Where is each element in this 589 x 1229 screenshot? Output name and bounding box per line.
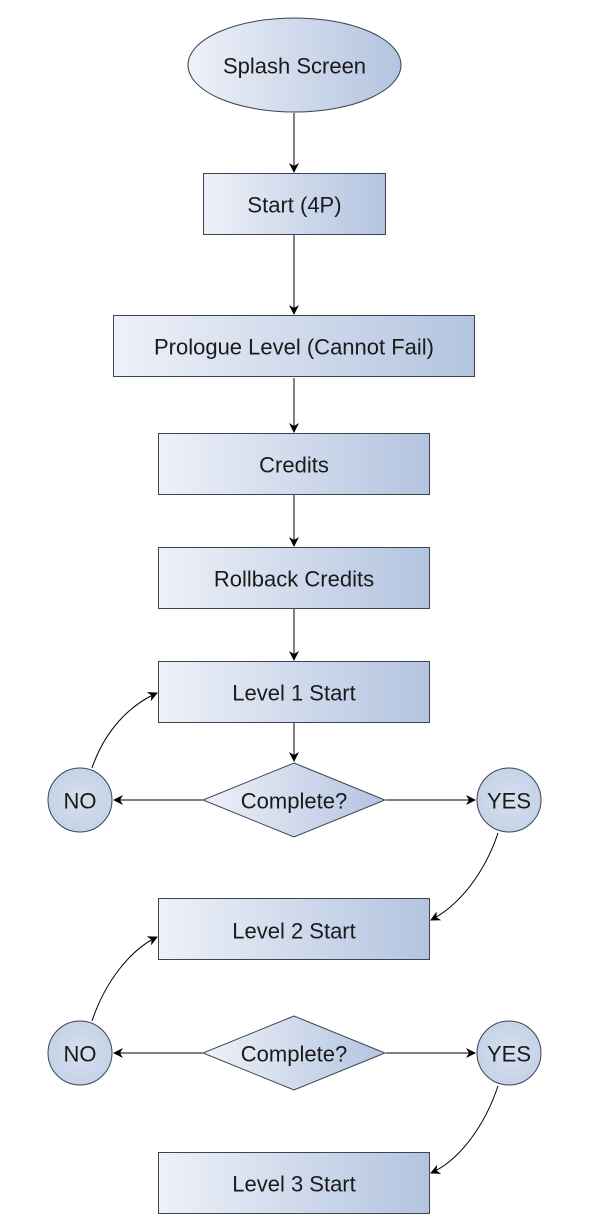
level1-label: Level 1 Start xyxy=(232,681,356,706)
level3-node: Level 3 Start xyxy=(158,1152,430,1214)
rollback-credits-label: Rollback Credits xyxy=(214,567,374,592)
splash-screen-label: Splash Screen xyxy=(223,54,366,79)
yes2-node: YES xyxy=(476,1020,542,1086)
no2-node: NO xyxy=(47,1020,113,1086)
level1-node: Level 1 Start xyxy=(158,661,430,723)
start-node: Start (4P) xyxy=(203,173,386,235)
prologue-label: Prologue Level (Cannot Fail) xyxy=(154,335,434,360)
level3-label: Level 3 Start xyxy=(232,1172,356,1197)
decision2-label: Complete? xyxy=(241,1042,347,1067)
edge-yes2-to-level3 xyxy=(430,1085,499,1174)
edge-yes1-to-level2 xyxy=(430,832,499,921)
no1-node: NO xyxy=(47,767,113,833)
level2-node: Level 2 Start xyxy=(158,898,430,960)
decision1-node: Complete? xyxy=(201,762,387,838)
decision1-label: Complete? xyxy=(241,789,347,814)
credits-label: Credits xyxy=(259,453,329,478)
credits-node: Credits xyxy=(158,433,430,495)
edge-no1-to-level1 xyxy=(91,692,158,769)
yes1-label: YES xyxy=(487,789,531,814)
decision2-node: Complete? xyxy=(201,1015,387,1091)
splash-screen-node: Splash Screen xyxy=(187,17,402,113)
no1-label: NO xyxy=(64,789,97,814)
prologue-node: Prologue Level (Cannot Fail) xyxy=(113,315,475,377)
rollback-credits-node: Rollback Credits xyxy=(158,547,430,609)
yes2-label: YES xyxy=(487,1042,531,1067)
level2-label: Level 2 Start xyxy=(232,919,356,944)
yes1-node: YES xyxy=(476,767,542,833)
edge-no2-to-level2 xyxy=(91,936,158,1022)
start-label: Start (4P) xyxy=(247,193,341,218)
no2-label: NO xyxy=(64,1042,97,1067)
